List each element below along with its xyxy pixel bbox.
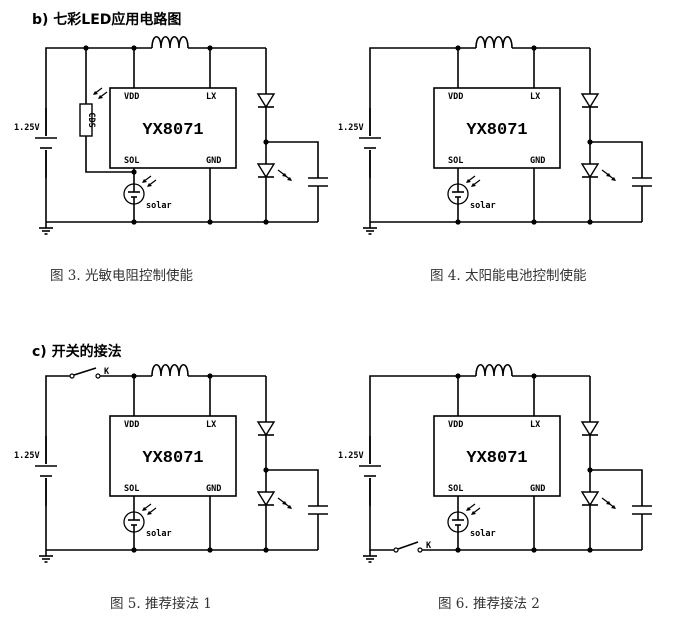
ground-symbol [39, 222, 53, 235]
led-diode-symbol [580, 421, 600, 437]
ground-symbol [363, 222, 377, 235]
battery-voltage-label: 1.25V [338, 451, 364, 461]
light-arrows-icon [466, 175, 481, 187]
chip-name: YX8071 [466, 121, 527, 140]
light-arrows-icon [142, 503, 157, 515]
solar-label: solar [470, 201, 496, 211]
switch-label: K [104, 367, 110, 377]
led-diode-symbol [580, 491, 600, 507]
battery-symbol [356, 436, 384, 506]
capacitor-symbol [266, 469, 328, 550]
pin-lx-label: LX [530, 420, 540, 430]
ldr-label: CDS [86, 112, 96, 127]
photoresistor-cds: CDS [79, 87, 108, 137]
led-diode-symbol [256, 163, 276, 179]
junction-dot [263, 547, 269, 553]
figure-caption-5: 图 5. 推荐接法 1 [110, 595, 212, 612]
figure-caption-4: 图 4. 太阳能电池控制使能 [430, 267, 586, 284]
light-arrows-icon [601, 169, 616, 181]
light-arrows-icon [277, 169, 292, 181]
junction-dot [207, 547, 213, 553]
solar-label: solar [470, 529, 496, 539]
light-arrows-icon [601, 497, 616, 509]
battery-voltage-label: 1.25V [14, 123, 40, 133]
light-arrows-icon [277, 497, 292, 509]
led-diode-symbol [256, 93, 276, 109]
pin-sol-label: SOL [124, 484, 139, 494]
led-diode-symbol [580, 93, 600, 109]
figure-caption-6: 图 6. 推荐接法 2 [438, 595, 540, 612]
junction-dot [263, 219, 269, 225]
battery-symbol [32, 436, 60, 506]
pin-vdd-label: VDD [448, 420, 463, 430]
chip-name: YX8071 [466, 449, 527, 468]
junction-dot [455, 547, 461, 553]
junction-dot [587, 547, 593, 553]
pin-lx-label: LX [206, 420, 216, 430]
inductor-symbol [151, 35, 189, 49]
inductor-symbol [151, 363, 189, 377]
section-heading-c: c) 开关的接法 [32, 343, 122, 360]
inductor-symbol [475, 35, 513, 49]
battery-voltage-label: 1.25V [14, 451, 40, 461]
inductor-symbol [475, 363, 513, 377]
solar-label: solar [146, 529, 172, 539]
battery-voltage-label: 1.25V [338, 123, 364, 133]
pin-sol-label: SOL [124, 156, 139, 166]
switch-label: K [426, 541, 432, 551]
light-arrows-icon [142, 175, 157, 187]
pin-lx-label: LX [206, 92, 216, 102]
solar-cell-icon: solar [447, 503, 496, 539]
capacitor-symbol [590, 141, 652, 222]
capacitor-symbol [266, 141, 328, 222]
chip-name: YX8071 [142, 121, 203, 140]
light-arrows-icon [466, 503, 481, 515]
battery-symbol [356, 108, 384, 178]
solar-label: solar [146, 201, 172, 211]
ground-symbol [39, 550, 53, 563]
battery-symbol [32, 108, 60, 178]
capacitor-symbol [590, 469, 652, 550]
section-heading-b: b) 七彩LED应用电路图 [32, 11, 181, 28]
pin-gnd-label: GND [206, 484, 221, 494]
switch-k-symbol: K [393, 541, 432, 553]
solar-cell-icon: solar [447, 175, 496, 211]
pin-vdd-label: VDD [124, 92, 139, 102]
solar-cell-icon: solar [123, 503, 172, 539]
pin-gnd-label: GND [530, 156, 545, 166]
pin-gnd-label: GND [530, 484, 545, 494]
junction-dot [531, 219, 537, 225]
pin-vdd-label: VDD [124, 420, 139, 430]
led-diode-symbol [580, 163, 600, 179]
pin-lx-label: LX [530, 92, 540, 102]
pin-vdd-label: VDD [448, 92, 463, 102]
pin-sol-label: SOL [448, 484, 463, 494]
figure-caption-3: 图 3. 光敏电阻控制使能 [50, 267, 193, 284]
ground-symbol [363, 550, 377, 563]
solar-cell-icon: solar [123, 175, 172, 211]
pin-gnd-label: GND [206, 156, 221, 166]
chip-name: YX8071 [142, 449, 203, 468]
junction-dot [207, 219, 213, 225]
junction-dot [531, 547, 537, 553]
junction-dot [83, 45, 89, 51]
led-diode-symbol [256, 421, 276, 437]
led-diode-symbol [256, 491, 276, 507]
junction-dot [131, 547, 137, 553]
light-arrows-icon [93, 87, 108, 99]
junction-dot [587, 219, 593, 225]
junction-dot [131, 219, 137, 225]
junction-dot [455, 219, 461, 225]
pin-sol-label: SOL [448, 156, 463, 166]
